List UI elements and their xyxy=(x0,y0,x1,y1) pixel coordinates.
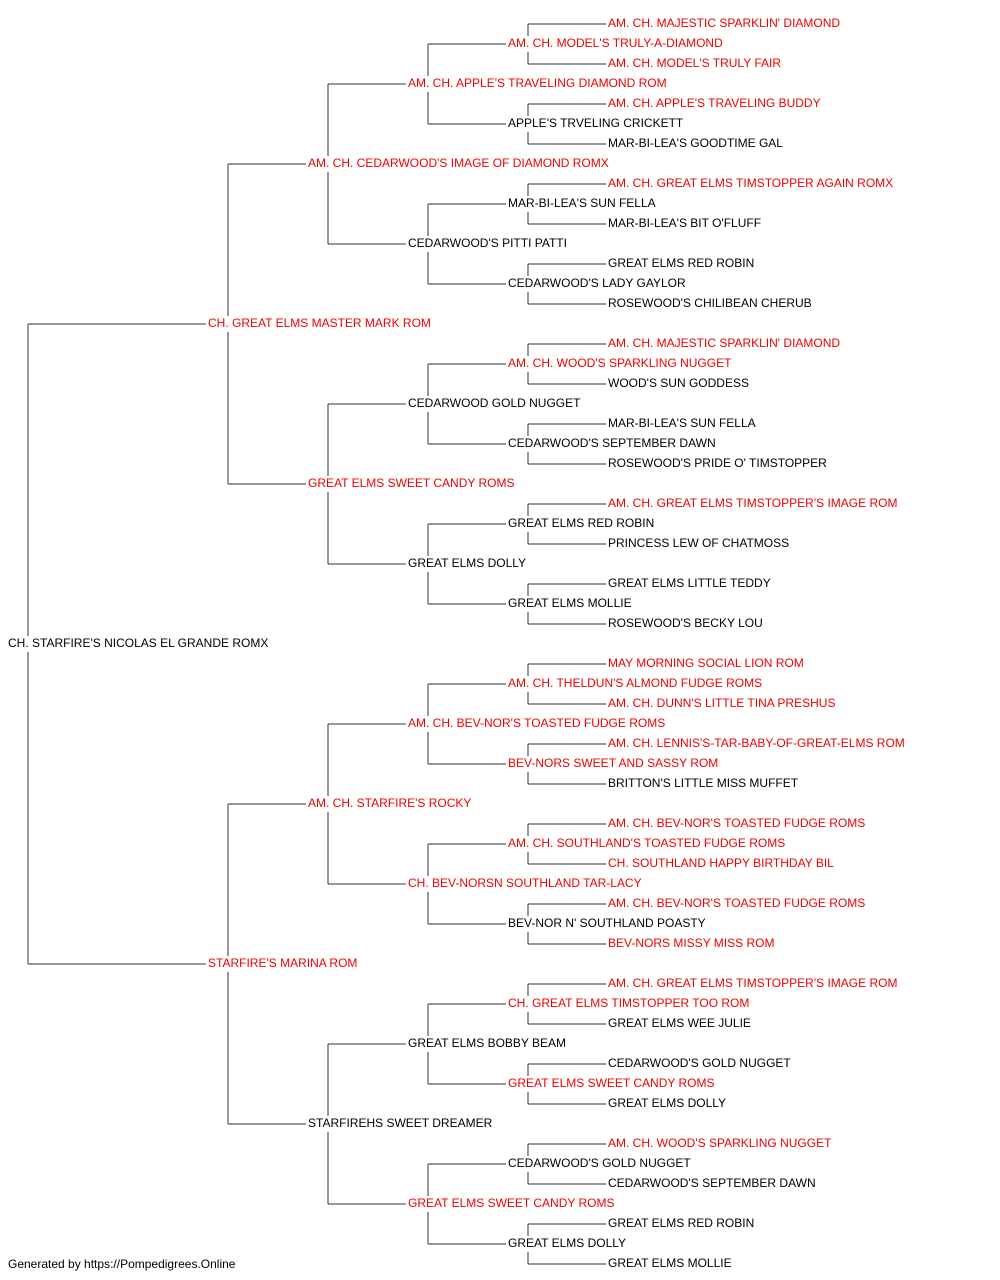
pedigree-entry-sire-dam-sire-sire-sire: AM. CH. MAJESTIC SPARKLIN' DIAMOND xyxy=(608,336,840,350)
pedigree-entry-dam-sire-sire-dam-dam: BRITTON'S LITTLE MISS MUFFET xyxy=(608,776,799,790)
pedigree-entry-sire-dam-dam-sire-dam: PRINCESS LEW OF CHATMOSS xyxy=(608,536,789,550)
pedigree-entry-dam-dam-dam-dam-sire: GREAT ELMS RED ROBIN xyxy=(608,1216,754,1230)
pedigree-entry-sire: CH. GREAT ELMS MASTER MARK ROM xyxy=(208,316,431,330)
pedigree-entry-dam-sire-dam: CH. BEV-NORSN SOUTHLAND TAR-LACY xyxy=(408,876,642,890)
pedigree-entry-sire-sire-sire-dam-sire: AM. CH. APPLE'S TRAVELING BUDDY xyxy=(608,96,821,110)
pedigree-entry-sire-sire-dam-dam-dam: ROSEWOOD'S CHILIBEAN CHERUB xyxy=(608,296,812,310)
pedigree-entry-dam-sire-dam-dam-dam: BEV-NORS MISSY MISS ROM xyxy=(608,936,774,950)
pedigree-entry-dam-sire-sire-dam-sire: AM. CH. LENNIS'S-TAR-BABY-OF-GREAT-ELMS … xyxy=(608,736,905,750)
pedigree-entry-sire-sire: AM. CH. CEDARWOOD'S IMAGE OF DIAMOND ROM… xyxy=(308,156,609,170)
pedigree-entry-sire-dam-dam-sire: GREAT ELMS RED ROBIN xyxy=(508,516,654,530)
pedigree-entry-dam-sire-sire-sire: AM. CH. THELDUN'S ALMOND FUDGE ROMS xyxy=(508,676,762,690)
pedigree-entry-dam-dam-sire: GREAT ELMS BOBBY BEAM xyxy=(408,1036,566,1050)
pedigree-entry-dam-dam-dam-sire: CEDARWOOD'S GOLD NUGGET xyxy=(508,1156,691,1170)
pedigree-entry-sire-dam-sire: CEDARWOOD GOLD NUGGET xyxy=(408,396,581,410)
pedigree-entry-dam-dam-sire-dam-sire: CEDARWOOD'S GOLD NUGGET xyxy=(608,1056,791,1070)
pedigree-entry-sire-sire-dam-dam-sire: GREAT ELMS RED ROBIN xyxy=(608,256,754,270)
pedigree-entry-dam-sire: AM. CH. STARFIRE'S ROCKY xyxy=(308,796,471,810)
pedigree-entry-dam-sire-dam-dam-sire: AM. CH. BEV-NOR'S TOASTED FUDGE ROMS xyxy=(608,896,865,910)
pedigree-entry-subject: CH. STARFIRE'S NICOLAS EL GRANDE ROMX xyxy=(8,636,268,650)
pedigree-entry-dam-dam-dam-sire-sire: AM. CH. WOOD'S SPARKLING NUGGET xyxy=(608,1136,832,1150)
pedigree-entry-sire-dam-sire-dam-sire: MAR-BI-LEA'S SUN FELLA xyxy=(608,416,756,430)
pedigree-entry-sire-sire-dam-dam: CEDARWOOD'S LADY GAYLOR xyxy=(508,276,686,290)
pedigree-entry-dam-dam-dam-dam-dam: GREAT ELMS MOLLIE xyxy=(608,1256,732,1270)
pedigree-entry-sire-sire-sire-dam-dam: MAR-BI-LEA'S GOODTIME GAL xyxy=(608,136,783,150)
pedigree-entry-dam-sire-dam-sire-dam: CH. SOUTHLAND HAPPY BIRTHDAY BIL xyxy=(608,856,834,870)
pedigree-entry-sire-sire-dam-sire-sire: AM. CH. GREAT ELMS TIMSTOPPER AGAIN ROMX xyxy=(608,176,893,190)
pedigree-entry-sire-dam-dam-sire-sire: AM. CH. GREAT ELMS TIMSTOPPER'S IMAGE RO… xyxy=(608,496,897,510)
pedigree-entry-sire-sire-sire-dam: APPLE'S TRVELING CRICKETT xyxy=(508,116,684,130)
pedigree-entry-sire-sire-dam: CEDARWOOD'S PITTI PATTI xyxy=(408,236,567,250)
pedigree-entry-dam-dam-sire-dam: GREAT ELMS SWEET CANDY ROMS xyxy=(508,1076,714,1090)
pedigree-entry-dam: STARFIRE'S MARINA ROM xyxy=(208,956,357,970)
pedigree-entry-dam-dam-sire-sire-sire: AM. CH. GREAT ELMS TIMSTOPPER'S IMAGE RO… xyxy=(608,976,897,990)
pedigree-entry-dam-dam-dam-dam: GREAT ELMS DOLLY xyxy=(508,1236,626,1250)
pedigree-entry-sire-dam-sire-sire-dam: WOOD'S SUN GODDESS xyxy=(608,376,749,390)
pedigree-entry-sire-dam-dam-dam: GREAT ELMS MOLLIE xyxy=(508,596,632,610)
pedigree-entry-dam-dam-sire-sire-dam: GREAT ELMS WEE JULIE xyxy=(608,1016,751,1030)
pedigree-entry-sire-sire-sire: AM. CH. APPLE'S TRAVELING DIAMOND ROM xyxy=(408,76,667,90)
pedigree-entry-sire-dam-sire-sire: AM. CH. WOOD'S SPARKLING NUGGET xyxy=(508,356,732,370)
pedigree-entry-dam-dam: STARFIREHS SWEET DREAMER xyxy=(308,1116,493,1130)
pedigree-entry-sire-dam-sire-dam: CEDARWOOD'S SEPTEMBER DAWN xyxy=(508,436,716,450)
pedigree-entry-sire-dam-dam-dam-dam: ROSEWOOD'S BECKY LOU xyxy=(608,616,763,630)
pedigree-entry-sire-sire-dam-sire-dam: MAR-BI-LEA'S BIT O'FLUFF xyxy=(608,216,761,230)
pedigree-entry-dam-sire-dam-sire-sire: AM. CH. BEV-NOR'S TOASTED FUDGE ROMS xyxy=(608,816,865,830)
pedigree-entry-dam-sire-sire: AM. CH. BEV-NOR'S TOASTED FUDGE ROMS xyxy=(408,716,665,730)
generated-by-footer: Generated by https://Pompedigrees.Online xyxy=(8,1257,236,1271)
pedigree-entry-dam-dam-sire-dam-dam: GREAT ELMS DOLLY xyxy=(608,1096,726,1110)
pedigree-entry-dam-dam-dam: GREAT ELMS SWEET CANDY ROMS xyxy=(408,1196,614,1210)
pedigree-entry-sire-dam-sire-dam-dam: ROSEWOOD'S PRIDE O' TIMSTOPPER xyxy=(608,456,827,470)
pedigree-entry-dam-sire-dam-sire: AM. CH. SOUTHLAND'S TOASTED FUDGE ROMS xyxy=(508,836,785,850)
pedigree-entry-dam-sire-sire-sire-dam: AM. CH. DUNN'S LITTLE TINA PRESHUS xyxy=(608,696,835,710)
pedigree-entry-sire-sire-sire-sire-dam: AM. CH. MODEL'S TRULY FAIR xyxy=(608,56,781,70)
pedigree-entry-sire-dam: GREAT ELMS SWEET CANDY ROMS xyxy=(308,476,514,490)
pedigree-entry-dam-dam-sire-sire: CH. GREAT ELMS TIMSTOPPER TOO ROM xyxy=(508,996,749,1010)
pedigree-entry-sire-sire-sire-sire: AM. CH. MODEL'S TRULY-A-DIAMOND xyxy=(508,36,723,50)
pedigree-entry-sire-sire-dam-sire: MAR-BI-LEA'S SUN FELLA xyxy=(508,196,656,210)
pedigree-entry-dam-sire-sire-dam: BEV-NORS SWEET AND SASSY ROM xyxy=(508,756,718,770)
pedigree-entry-dam-dam-dam-sire-dam: CEDARWOOD'S SEPTEMBER DAWN xyxy=(608,1176,816,1190)
pedigree-entry-sire-dam-dam-dam-sire: GREAT ELMS LITTLE TEDDY xyxy=(608,576,771,590)
pedigree-entry-dam-sire-dam-dam: BEV-NOR N' SOUTHLAND POASTY xyxy=(508,916,706,930)
pedigree-entry-sire-dam-dam: GREAT ELMS DOLLY xyxy=(408,556,526,570)
pedigree-entry-dam-sire-sire-sire-sire: MAY MORNING SOCIAL LION ROM xyxy=(608,656,804,670)
pedigree-entry-sire-sire-sire-sire-sire: AM. CH. MAJESTIC SPARKLIN' DIAMOND xyxy=(608,16,840,30)
